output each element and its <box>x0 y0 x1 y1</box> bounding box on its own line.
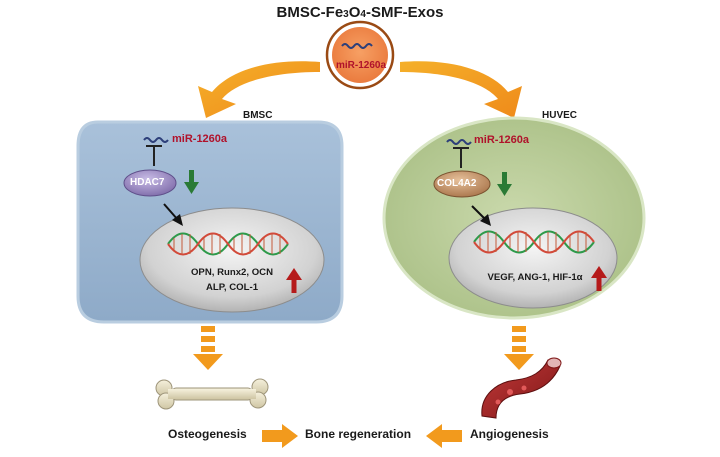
inhibition-bar-icon-right <box>453 147 469 168</box>
dashed-arrow-right <box>504 326 534 370</box>
hdac7-label: HDAC7 <box>130 177 165 188</box>
curved-arrow-right <box>400 61 522 118</box>
curved-arrow-left <box>198 61 320 118</box>
bmsc-label: BMSC <box>243 110 273 121</box>
col4a2-label: COL4A2 <box>437 178 477 189</box>
exosome <box>325 20 395 90</box>
up-arrow-icon-left <box>286 268 302 293</box>
down-arrow-icon-right <box>497 172 512 196</box>
exosome-mirna-label: miR-1260a <box>336 60 387 71</box>
osteogenesis-label: Osteogenesis <box>168 427 247 441</box>
huvec-markers: VEGF, ANG-1, HIF-1α <box>487 272 583 283</box>
bone-icon <box>155 378 269 410</box>
bmsc-mirna-label: miR-1260a <box>172 133 228 145</box>
dashed-arrow-left <box>193 326 223 370</box>
mirna-strand-icon-left <box>143 137 169 143</box>
huvec-label: HUVEC <box>542 110 578 121</box>
blood-vessel-icon <box>481 357 562 419</box>
up-arrow-icon-right <box>591 266 607 291</box>
inhibition-bar-icon-left <box>146 145 162 166</box>
left-arrow-icon-bottom <box>426 424 462 448</box>
activation-arrow-icon-right <box>471 205 491 226</box>
right-arrow-icon-bottom <box>262 424 298 448</box>
figure-title: BMSC-Fe3O4-SMF-Exos <box>276 4 444 21</box>
hdac7-protein <box>123 169 177 197</box>
mirna-strand-icon <box>341 43 373 49</box>
bmsc-markers: OPN, Runx2, OCN ALP, COL-1 <box>174 265 290 295</box>
bmsc-markers-line1: OPN, Runx2, OCN <box>190 267 274 278</box>
dna-helix-icon-left <box>167 232 289 256</box>
col4a2-protein <box>433 170 491 198</box>
mirna-strand-icon-right <box>446 139 472 145</box>
huvec-mirna-label: miR-1260a <box>474 134 530 146</box>
down-arrow-icon-left <box>184 170 199 194</box>
bmsc-nucleus <box>139 207 325 313</box>
bmsc-markers-line2: ALP, COL-1 <box>205 282 259 293</box>
bone-regeneration-label: Bone regeneration <box>305 427 412 441</box>
activation-arrow-icon-left <box>163 203 183 226</box>
angiogenesis-label: Angiogenesis <box>470 427 549 441</box>
dna-helix-icon-right <box>473 230 595 254</box>
huvec-nucleus <box>448 207 618 309</box>
